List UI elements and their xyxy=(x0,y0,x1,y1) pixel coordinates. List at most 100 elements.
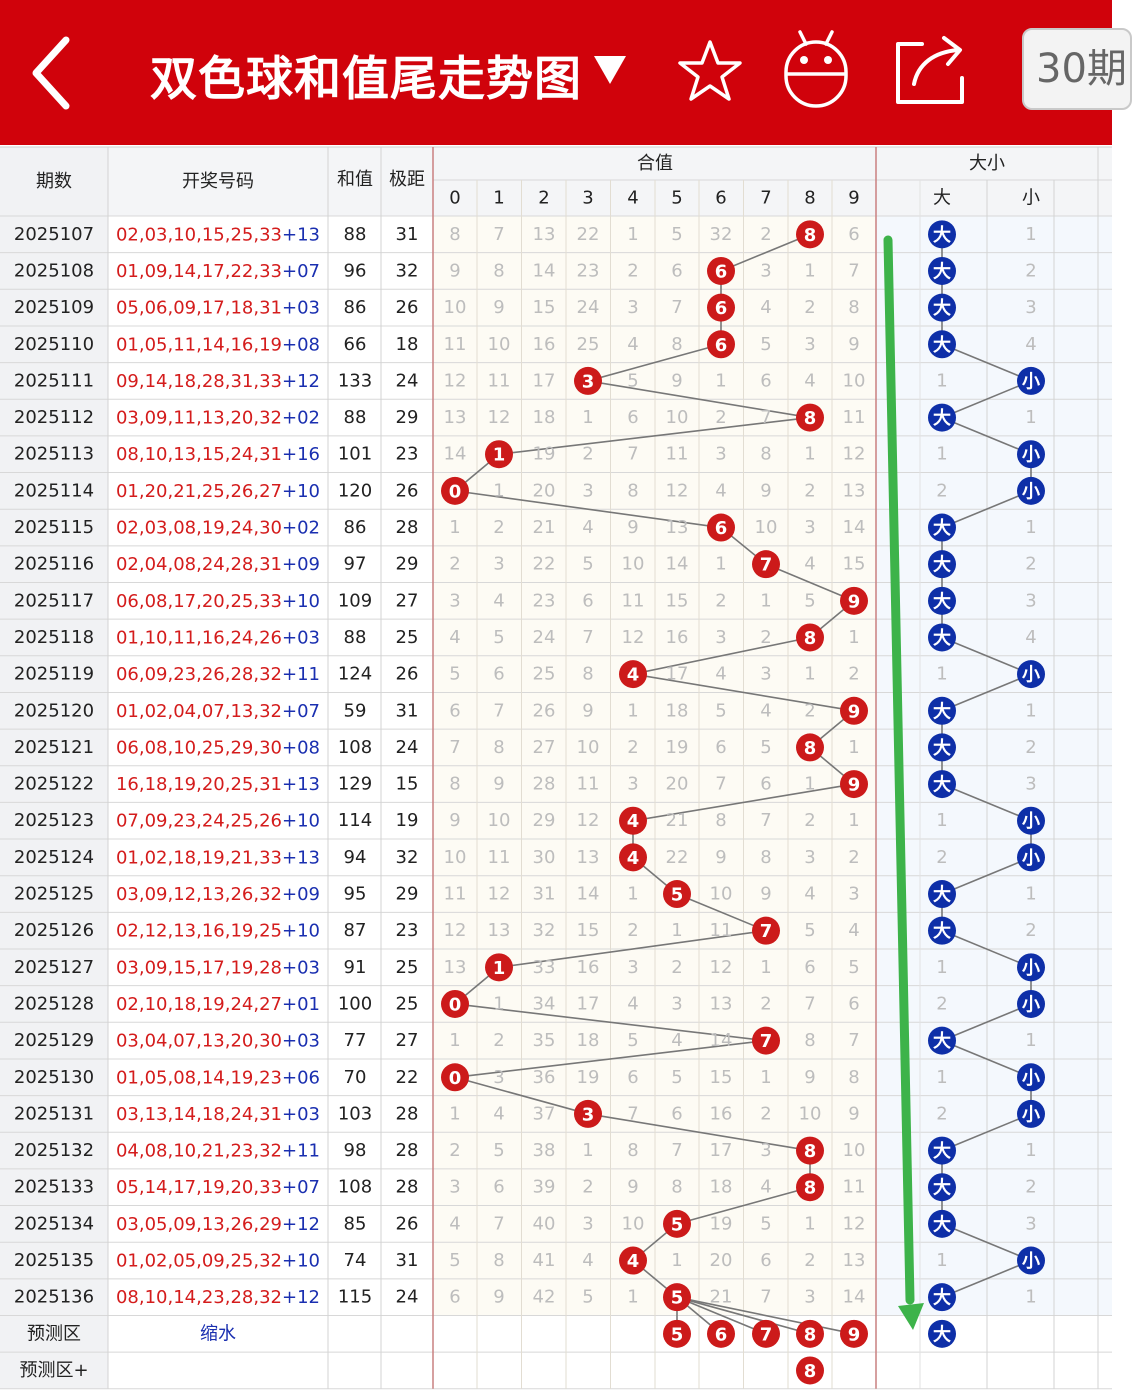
period-cell: 2025129 xyxy=(14,1030,94,1051)
omission-cell: 20 xyxy=(710,1250,733,1271)
tail-ball: 6 xyxy=(707,256,735,285)
small-omission-cell: 1 xyxy=(1025,700,1036,721)
blue-number: +13 xyxy=(282,224,320,245)
back-arrow-icon[interactable] xyxy=(22,28,82,118)
prediction-shrink-link[interactable]: 缩水 xyxy=(200,1323,236,1344)
prediction-size-ball-circle xyxy=(928,1319,956,1348)
sum-cell: 70 xyxy=(344,1067,367,1088)
omission-cell: 2 xyxy=(760,627,771,648)
big-ball: 大 xyxy=(928,623,956,652)
header-span: 极距 xyxy=(389,169,425,190)
span-cell: 28 xyxy=(396,1103,419,1124)
numbers-cell: 01,02,05,09,25,32+10 xyxy=(116,1250,320,1271)
omission-cell: 1 xyxy=(760,957,771,978)
omission-cell: 6 xyxy=(493,664,504,685)
red-numbers: 08,10,13,15,24,31 xyxy=(116,444,282,465)
small-ball-text: 小 xyxy=(1022,811,1040,832)
sum-cell: 95 xyxy=(344,884,367,905)
omission-cell: 3 xyxy=(760,260,771,281)
tail-ball: 8 xyxy=(796,733,824,762)
small-ball-circle xyxy=(1017,660,1045,689)
big-ball-text: 大 xyxy=(933,1213,951,1235)
omission-cell: 4 xyxy=(715,480,726,501)
tail-ball-text: 6 xyxy=(715,298,728,319)
share-icon[interactable] xyxy=(892,34,968,106)
size-trend-line xyxy=(941,929,1032,969)
small-ball: 小 xyxy=(1017,806,1045,835)
omission-cell: 40 xyxy=(533,1213,556,1234)
tail-ball-circle xyxy=(441,1063,469,1092)
omission-cell: 12 xyxy=(444,370,467,391)
tail-ball: 1 xyxy=(485,953,513,982)
dropdown-arrow-icon[interactable] xyxy=(592,54,628,86)
period-cell: 2025130 xyxy=(14,1067,94,1088)
period-cell: 2025124 xyxy=(14,847,94,868)
blue-number: +13 xyxy=(282,847,320,868)
omission-cell: 1 xyxy=(715,370,726,391)
omission-cell: 9 xyxy=(627,1177,638,1198)
robot-icon[interactable] xyxy=(780,28,852,110)
small-ball-text: 小 xyxy=(1022,848,1040,869)
omission-cell: 13 xyxy=(577,847,600,868)
omission-cell: 18 xyxy=(577,1030,600,1051)
small-ball: 小 xyxy=(1017,953,1045,982)
sum-cell: 124 xyxy=(338,664,372,685)
omission-cell: 2 xyxy=(671,957,682,978)
omission-cell: 10 xyxy=(444,297,467,318)
omission-cell: 4 xyxy=(582,517,593,538)
omission-cell: 2 xyxy=(804,810,815,831)
numbers-cell: 02,03,08,19,24,30+02 xyxy=(116,517,320,538)
omission-cell: 3 xyxy=(493,554,504,575)
star-icon[interactable] xyxy=(676,38,744,104)
omission-cell: 7 xyxy=(848,1030,859,1051)
tail-ball-circle xyxy=(796,220,824,249)
omission-cell: 11 xyxy=(622,590,645,611)
period-cell: 2025107 xyxy=(14,224,94,245)
numbers-cell: 03,04,07,13,20,30+03 xyxy=(116,1030,320,1051)
omission-cell: 1 xyxy=(449,1103,460,1124)
page-title[interactable]: 双色球和值尾走势图 xyxy=(150,52,582,107)
omission-cell: 9 xyxy=(760,884,771,905)
omission-cell: 1 xyxy=(493,993,504,1014)
span-cell: 23 xyxy=(396,920,419,941)
tail-ball-circle xyxy=(796,403,824,432)
sum-cell: 133 xyxy=(338,370,372,391)
red-numbers: 01,02,04,07,13,32 xyxy=(116,700,282,721)
red-numbers: 06,09,23,26,28,32 xyxy=(116,664,282,685)
omission-cell: 4 xyxy=(449,627,460,648)
red-numbers: 01,02,05,09,25,32 xyxy=(116,1250,282,1271)
omission-cell: 5 xyxy=(760,737,771,758)
blue-number: +13 xyxy=(282,774,320,795)
span-cell: 18 xyxy=(396,334,419,355)
omission-cell: 5 xyxy=(760,1213,771,1234)
numbers-cell: 02,04,08,24,28,31+09 xyxy=(116,554,320,575)
sum-cell: 87 xyxy=(344,920,367,941)
numbers-cell: 03,05,09,13,26,29+12 xyxy=(116,1213,320,1234)
omission-cell: 2 xyxy=(582,1177,593,1198)
omission-cell: 38 xyxy=(533,1140,556,1161)
numbers-cell: 02,12,13,16,19,25+10 xyxy=(116,920,320,941)
small-ball-circle xyxy=(1017,440,1045,469)
omission-cell: 1 xyxy=(848,627,859,648)
omission-cell: 11 xyxy=(577,774,600,795)
omission-cell: 1 xyxy=(715,554,726,575)
red-numbers: 04,08,10,21,23,32 xyxy=(116,1140,282,1161)
prediction-ball-circle xyxy=(707,1319,735,1348)
big-ball-text: 大 xyxy=(933,920,951,942)
small-ball-text: 小 xyxy=(1022,994,1040,1015)
big-omission-cell: 2 xyxy=(936,1103,947,1124)
omission-cell: 19 xyxy=(710,1213,733,1234)
prediction-line xyxy=(676,1296,767,1335)
span-cell: 29 xyxy=(396,884,419,905)
small-ball-text: 小 xyxy=(1022,445,1040,466)
prediction-ball: 9 xyxy=(840,1319,868,1348)
omission-cell: 10 xyxy=(710,884,733,905)
omission-cell: 2 xyxy=(760,1103,771,1124)
tail-ball-circle xyxy=(619,806,647,835)
period-select-button[interactable]: 30期 xyxy=(1022,28,1132,110)
omission-cell: 20 xyxy=(533,480,556,501)
prediction-plus-label: 预测区+ xyxy=(19,1360,88,1381)
omission-cell: 3 xyxy=(449,1177,460,1198)
tail-ball: 6 xyxy=(707,330,735,359)
tail-ball-circle xyxy=(840,586,868,615)
